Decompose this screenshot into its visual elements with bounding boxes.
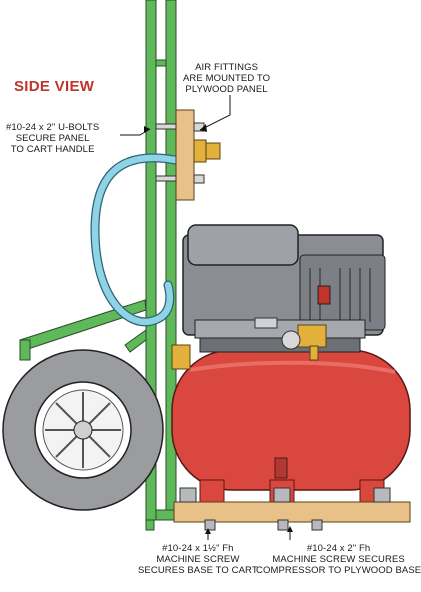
compressor-motor [182,224,386,353]
pressure-valve [171,317,327,370]
screw-compressor-label: #10-24 x 2" Fh MACHINE SCREW SECURES COM… [256,543,421,576]
u-bolts-label: #10-24 x 2" U-BOLTS SECURE PANEL TO CART… [6,122,100,155]
cart-wheel [2,349,164,511]
plywood-base [173,487,411,531]
air-fittings-label: AIR FITTINGS ARE MOUNTED TO PLYWOOD PANE… [183,62,271,95]
screw-base-cart-label: #10-24 x 1½" Fh MACHINE SCREW SECURES BA… [138,543,258,576]
air-tank [171,349,411,503]
side-view-title: SIDE VIEW [14,78,95,95]
plywood-panel [155,109,221,201]
leader-arrows [144,124,293,534]
